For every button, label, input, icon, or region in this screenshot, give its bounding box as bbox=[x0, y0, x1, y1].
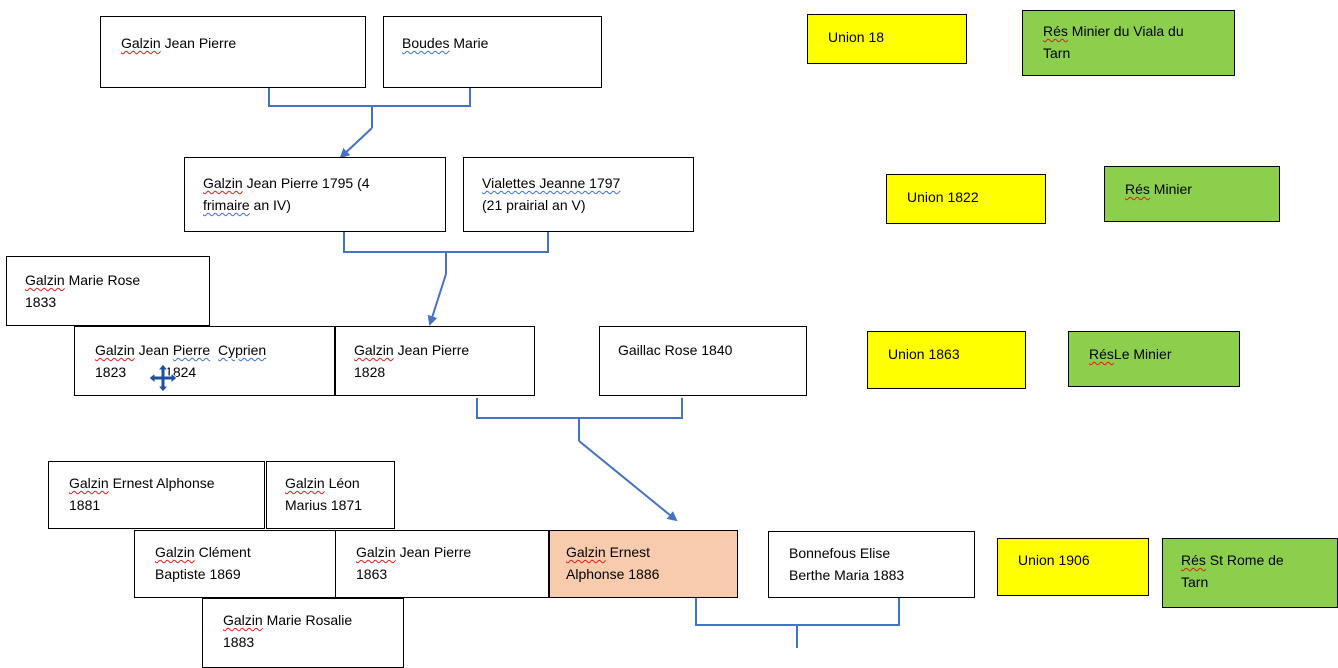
date-text: an IV) bbox=[249, 197, 291, 213]
residence-text: Le Minier bbox=[1113, 346, 1172, 362]
residence-box-gen3[interactable]: RésLe Minier bbox=[1068, 331, 1240, 387]
given-name-text: Jean bbox=[134, 342, 173, 358]
given-name-text: Jean Pierre bbox=[160, 35, 237, 51]
surname-text: Galzin bbox=[354, 342, 394, 358]
surname-text: Galzin bbox=[356, 544, 396, 560]
union-box-gen4[interactable]: Union 1906 bbox=[997, 538, 1149, 596]
person-box-galzin-marie-rosalie[interactable]: Galzin Marie Rosalie 1883 bbox=[202, 598, 404, 668]
residence-text: St Rome de bbox=[1205, 552, 1284, 568]
birth-year-text: 1828 bbox=[354, 364, 386, 380]
residence-prefix: Rés bbox=[1043, 23, 1068, 39]
surname-text: Galzin bbox=[121, 35, 161, 51]
person-box-galzin-marie-rose[interactable]: Galzin Marie Rose 1833 bbox=[6, 256, 210, 326]
name-year-text: Alphonse 1886 bbox=[566, 566, 660, 582]
name-text: Bonnefous Elise bbox=[789, 545, 891, 561]
surname-text: Galzin bbox=[95, 342, 135, 358]
person-box-bonnefous-elise[interactable]: Bonnefous Elise Berthe Maria 1883 bbox=[768, 531, 975, 598]
union-box-gen3[interactable]: Union 1863 bbox=[867, 331, 1026, 389]
birth-years-text: 1823 1824 bbox=[95, 364, 197, 380]
residence-box-gen4[interactable]: Rés St Rome de Tarn bbox=[1162, 538, 1338, 608]
person-box-galzin-jean-pierre-gen1[interactable]: Galzin Jean Pierre bbox=[100, 16, 366, 88]
union-box-gen1[interactable]: Union 18 bbox=[807, 14, 967, 64]
bracket-gen4 bbox=[695, 598, 900, 648]
person-box-gaillac-rose[interactable]: Gaillac Rose 1840 bbox=[599, 326, 807, 396]
person-box-galzin-jean-pierre-1828[interactable]: Galzin Jean Pierre 1828 bbox=[335, 326, 535, 396]
given-name-text: Ernest bbox=[605, 544, 651, 560]
name-year-text: Marius 1871 bbox=[285, 497, 363, 513]
surname-text: Galzin bbox=[25, 272, 65, 288]
given-name-text: Clément bbox=[194, 544, 251, 560]
person-box-galzin-ernest-alphonse-1881[interactable]: Galzin Ernest Alphonse 1881 bbox=[48, 461, 265, 529]
name-year-text: Baptiste 1869 bbox=[155, 566, 241, 582]
person-box-galzin-jean-pierre-1795[interactable]: Galzin Jean Pierre 1795 (4 frimaire an I… bbox=[184, 157, 446, 232]
residence-text: Minier bbox=[1149, 181, 1192, 197]
surname-text: Boudes bbox=[402, 35, 450, 51]
surname-text: Galzin bbox=[155, 544, 195, 560]
bracket-gen2 bbox=[343, 232, 549, 274]
birth-year-text: 1833 bbox=[25, 294, 57, 310]
name-text: Gaillac Rose 1840 bbox=[618, 342, 733, 358]
residence-text-line2: Tarn bbox=[1181, 574, 1209, 590]
given-name-cyprien: Cyprien bbox=[217, 342, 267, 358]
person-box-galzin-clement-baptiste[interactable]: Galzin Clément Baptiste 1869 bbox=[134, 530, 336, 598]
residence-box-gen2[interactable]: Rés Minier bbox=[1104, 166, 1280, 222]
person-box-boudes-marie[interactable]: Boudes Marie bbox=[383, 16, 602, 88]
given-name-text: Jean Pierre 1795 (4 bbox=[242, 175, 370, 191]
residence-prefix: Rés bbox=[1125, 181, 1150, 197]
given-name-text: Marie Rose bbox=[64, 272, 141, 288]
residence-text: Minier du Viala du bbox=[1067, 23, 1184, 39]
residence-text-line2: Tarn bbox=[1043, 45, 1071, 61]
given-name-text: Jean Pierre bbox=[393, 342, 470, 358]
union-label: Union 1863 bbox=[888, 346, 960, 362]
name-year-text: Berthe Maria 1883 bbox=[789, 567, 905, 583]
union-label: Union 1906 bbox=[1018, 552, 1090, 568]
surname-text: Galzin bbox=[566, 544, 606, 560]
arrow-gen2 bbox=[427, 273, 447, 326]
given-name-text: Marie Rosalie bbox=[262, 612, 353, 628]
residence-prefix: Rés bbox=[1089, 346, 1114, 362]
residence-prefix: Rés bbox=[1181, 552, 1206, 568]
given-name-text: Marie bbox=[449, 35, 489, 51]
person-box-galzin-jean-pierre-cyprien[interactable]: Galzin Jean Pierre Cyprien 1823 1824 bbox=[74, 326, 335, 396]
date-text: (21 prairial an V) bbox=[482, 197, 586, 213]
arrow-gen1 bbox=[339, 127, 373, 159]
bracket-gen1 bbox=[268, 88, 471, 128]
arrow-gen3 bbox=[578, 440, 678, 522]
person-box-galzin-jean-pierre-1863[interactable]: Galzin Jean Pierre 1863 bbox=[335, 530, 549, 598]
name-text: Vialettes Jeanne 1797 bbox=[482, 175, 621, 191]
given-name-pierre: Pierre bbox=[172, 342, 211, 358]
surname-text: Galzin bbox=[285, 475, 325, 491]
union-label: Union 18 bbox=[828, 29, 885, 45]
move-icon[interactable] bbox=[148, 363, 178, 393]
person-box-galzin-ernest-alphonse-1886[interactable]: Galzin Ernest Alphonse 1886 bbox=[549, 530, 738, 598]
birth-year-text: 1881 bbox=[69, 497, 101, 513]
birth-year-text: 1883 bbox=[223, 634, 255, 650]
given-name-text: Jean Pierre bbox=[395, 544, 472, 560]
bracket-gen3 bbox=[476, 398, 683, 441]
name-separator bbox=[210, 342, 218, 358]
surname-text: Galzin bbox=[203, 175, 243, 191]
residence-box-gen1[interactable]: Rés Minier du Viala du Tarn bbox=[1022, 10, 1235, 76]
person-box-vialettes-jeanne[interactable]: Vialettes Jeanne 1797 (21 prairial an V) bbox=[463, 157, 694, 232]
given-name-text: Léon bbox=[324, 475, 360, 491]
surname-text: Galzin bbox=[223, 612, 263, 628]
given-name-text: Ernest Alphonse bbox=[108, 475, 215, 491]
republican-date-text: frimaire bbox=[203, 197, 250, 213]
birth-year-text: 1863 bbox=[356, 566, 388, 582]
surname-text: Galzin bbox=[69, 475, 109, 491]
union-box-gen2[interactable]: Union 1822 bbox=[886, 174, 1046, 224]
union-label: Union 1822 bbox=[907, 189, 979, 205]
person-box-galzin-leon[interactable]: Galzin Léon Marius 1871 bbox=[266, 461, 395, 529]
